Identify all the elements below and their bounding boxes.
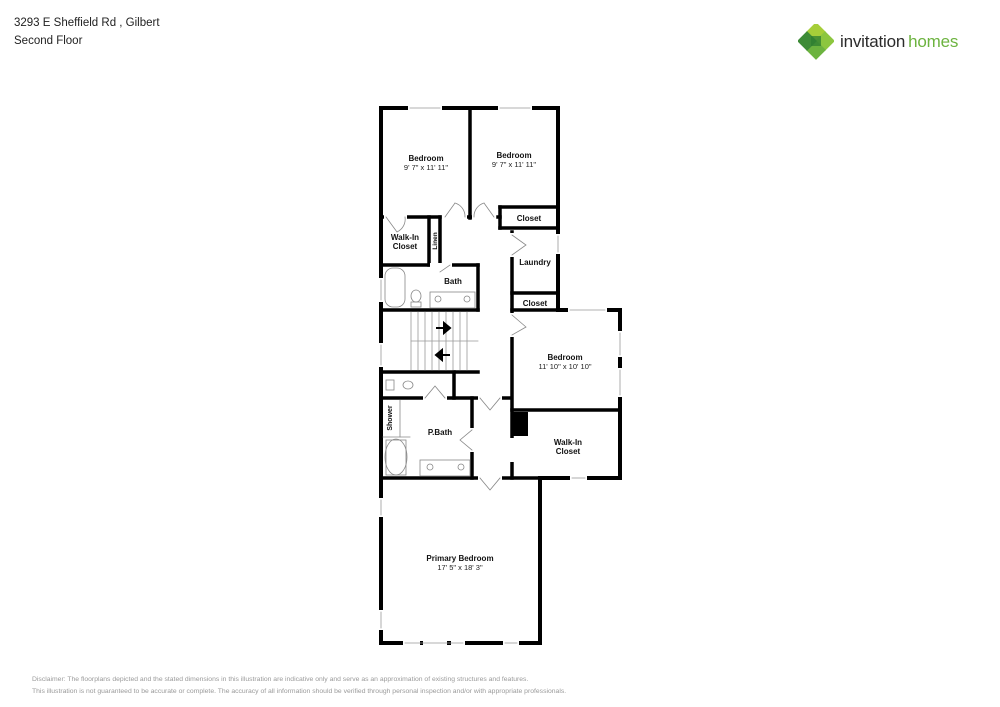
- walkin-closet-e-label-2: Closet: [556, 447, 581, 456]
- disclaimer-line-1: Disclaimer: The floorplans depicted and …: [32, 676, 529, 683]
- stairs-down-arrow-icon: [434, 347, 450, 363]
- floor-name: Second Floor: [14, 35, 83, 47]
- chimney-block: [512, 412, 528, 436]
- laundry-label: Laundry: [519, 258, 551, 267]
- staircase: [410, 311, 479, 371]
- fixtures: [382, 267, 476, 477]
- bedroom-ne-label: Bedroom: [496, 151, 531, 160]
- pbath-label: P.Bath: [428, 428, 452, 437]
- shower-label: Shower: [387, 405, 394, 431]
- bath-label: Bath: [444, 277, 462, 286]
- closet-mid-label: Closet: [523, 299, 548, 308]
- linen-label: Linen: [432, 232, 439, 249]
- closet-top-label: Closet: [517, 214, 542, 223]
- door-swings: [385, 202, 527, 491]
- clover-logo-icon: [798, 24, 834, 60]
- bedroom-ne-dims: 9' 7" x 11' 11": [492, 160, 537, 169]
- walkin-closet-w-label-2: Closet: [393, 242, 418, 251]
- property-header: 3293 E Sheffield Rd , Gilbert Second Flo…: [14, 14, 160, 50]
- walkin-closet-w-label-1: Walk-In: [391, 233, 419, 242]
- bedroom-nw-label: Bedroom: [408, 154, 443, 163]
- bedroom-e-dims: 11' 10" x 10' 10": [538, 362, 591, 371]
- primary-bedroom-dims: 17' 5" x 18' 3": [437, 563, 483, 572]
- door-openings: [384, 215, 514, 480]
- walkin-closet-e-label-1: Walk-In: [554, 438, 582, 447]
- primary-bedroom-label: Primary Bedroom: [426, 554, 493, 563]
- disclaimer: Disclaimer: The floorplans depicted and …: [32, 674, 566, 698]
- exterior-walls: [379, 106, 622, 645]
- stairs-up-arrow-icon: [436, 320, 452, 336]
- window-panes: [380, 107, 621, 644]
- address: 3293 E Sheffield Rd , Gilbert: [14, 17, 160, 29]
- windows: [379, 106, 622, 645]
- bedroom-nw-dims: 9' 7" x 11' 11": [404, 163, 449, 172]
- disclaimer-line-2: This illustration is not guaranteed to b…: [32, 688, 567, 695]
- bedroom-e-label: Bedroom: [547, 353, 582, 362]
